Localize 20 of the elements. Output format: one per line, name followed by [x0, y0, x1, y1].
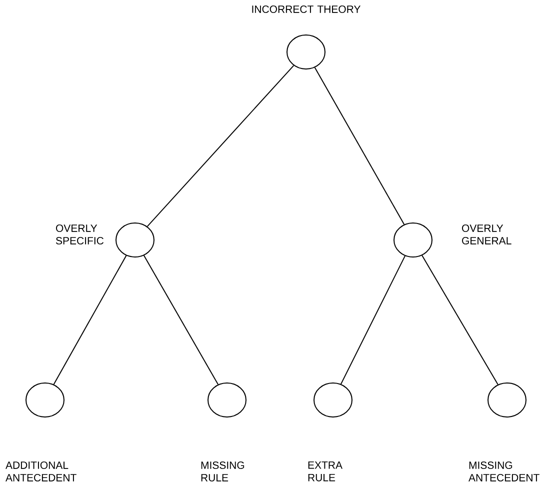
node-label: EXTRA RULE — [308, 461, 342, 482]
tree-node: EXTRA RULE — [308, 382, 352, 482]
node-label: MISSING ANTECEDENT — [468, 461, 540, 482]
node-label: MISSING RULE — [201, 461, 244, 482]
connector-line — [340, 255, 406, 385]
tree-node: MISSING RULE — [201, 382, 246, 482]
tree-node: INCORRECT THEORY — [252, 6, 361, 70]
tree-node: ADDITIONAL ANTECEDENT — [6, 382, 76, 482]
node-label: OVERLY SPECIFIC — [56, 224, 104, 244]
connector-line — [422, 254, 498, 385]
connector-line — [146, 65, 294, 227]
tree-node: OVERLY GENERAL — [394, 222, 512, 258]
tree-node: MISSING ANTECEDENT — [468, 382, 540, 482]
node-label: INCORRECT THEORY — [252, 5, 361, 13]
connector-line — [314, 67, 405, 225]
node-label: OVERLY GENERAL — [462, 224, 512, 244]
tree-node: OVERLY SPECIFIC — [56, 222, 154, 258]
connector-line — [143, 255, 219, 385]
node-label: ADDITIONAL ANTECEDENT — [6, 461, 76, 482]
connector-line — [53, 255, 127, 385]
